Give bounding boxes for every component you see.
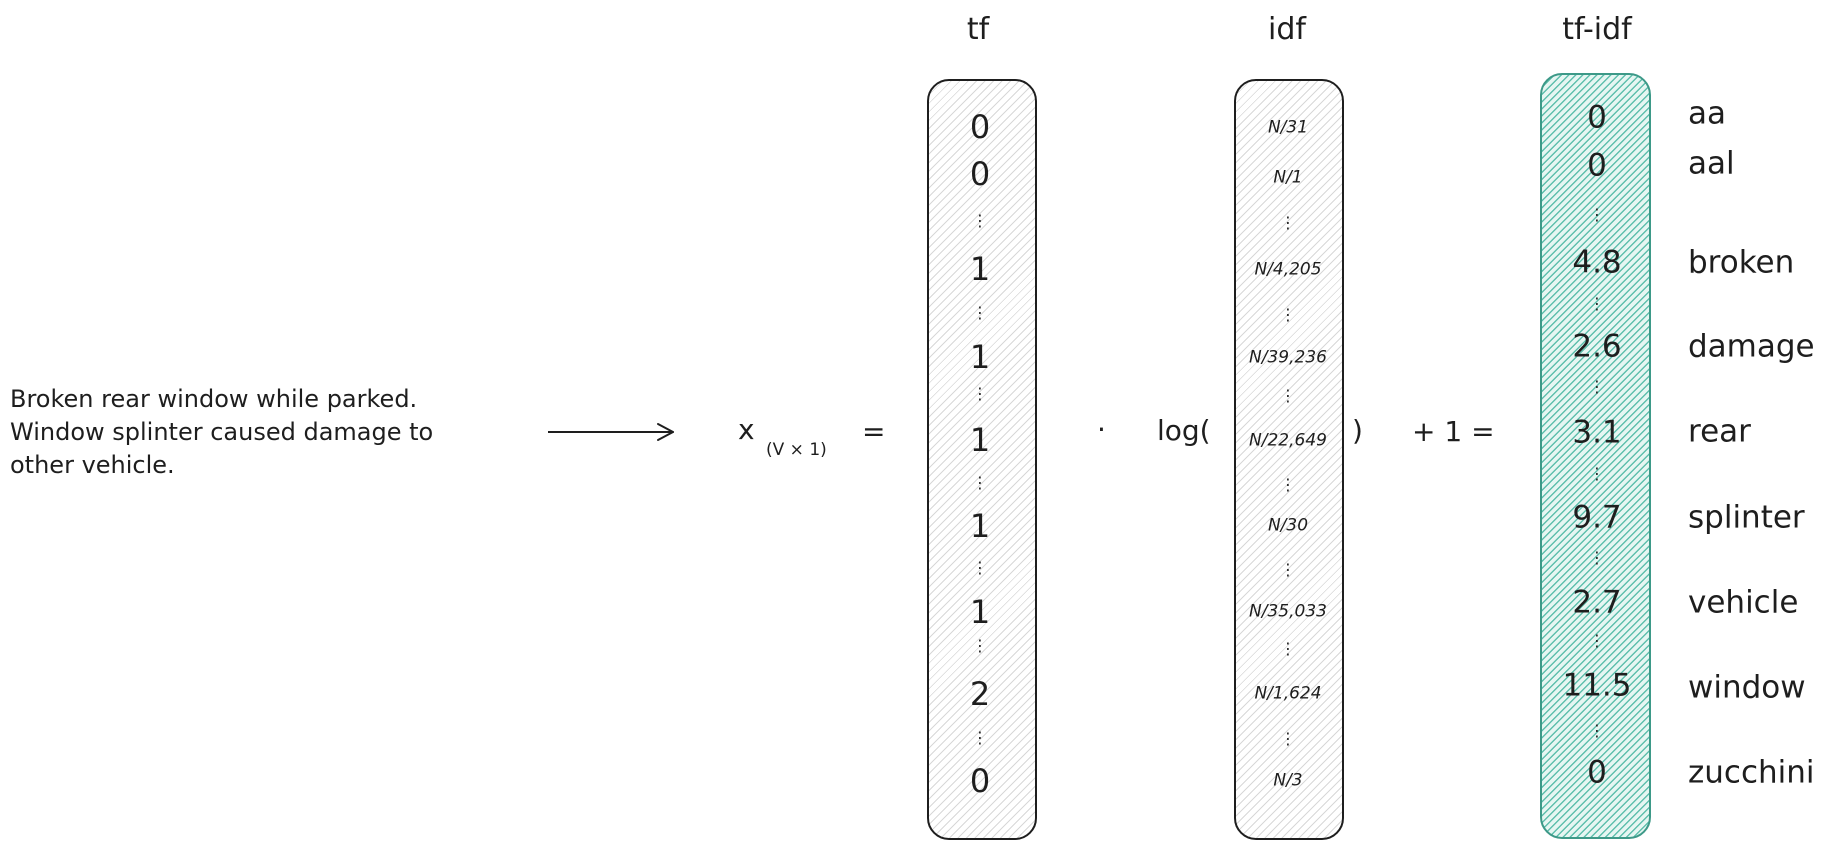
idf-value-cell: N/22,649 <box>1249 430 1327 451</box>
input-sentence: Broken rear window while parked. Window … <box>10 383 510 482</box>
tf-value-cell: 2 <box>969 675 991 713</box>
vertical-ellipsis: ⋮ <box>972 728 988 747</box>
idf-value-cell: N/1 <box>1273 167 1303 188</box>
tfidf-value-cell: 2.6 <box>1572 328 1622 365</box>
idf-header: idf <box>1268 12 1306 47</box>
tfidf-value-cell: 0 <box>1587 99 1607 136</box>
vertical-ellipsis: ⋮ <box>1589 464 1605 483</box>
tfidf-value-cell: 11.5 <box>1562 667 1632 704</box>
tf-value-cell: 1 <box>969 593 991 631</box>
idf-value-cell: N/4,205 <box>1254 259 1322 280</box>
multiply-dot: · <box>1097 413 1106 446</box>
vertical-ellipsis: ⋮ <box>972 211 988 230</box>
vertical-ellipsis: ⋮ <box>1280 560 1296 579</box>
vertical-ellipsis: ⋮ <box>1280 639 1296 658</box>
plus-one-equals: + 1 = <box>1412 415 1495 448</box>
vocabulary-term: zucchini <box>1688 754 1815 791</box>
idf-value-cell: N/39,236 <box>1249 347 1327 368</box>
equals-sign: = <box>862 415 886 448</box>
tf-value-cell: 0 <box>969 108 991 146</box>
tf-value-cell: 1 <box>969 507 991 545</box>
tf-value-cell: 0 <box>969 155 991 193</box>
vocabulary-term: aal <box>1688 145 1735 182</box>
idf-value-cell: N/35,033 <box>1249 601 1327 622</box>
sentence-line: Broken rear window while parked. <box>10 385 418 413</box>
idf-value-cell: N/3 <box>1273 770 1303 791</box>
tf-value-cell: 1 <box>969 421 991 459</box>
sentence-line: other vehicle. <box>10 451 175 479</box>
tfidf-value-cell: 0 <box>1587 754 1607 791</box>
vocabulary-term: rear <box>1688 413 1751 450</box>
tfidf-vector-box <box>1540 73 1651 839</box>
vector-x-symbol: x <box>738 413 755 446</box>
vocabulary-term: window <box>1688 669 1806 706</box>
vertical-ellipsis: ⋮ <box>1280 729 1296 748</box>
vertical-ellipsis: ⋮ <box>1589 548 1605 567</box>
vocabulary-term: broken <box>1688 244 1795 281</box>
vertical-ellipsis: ⋮ <box>1589 631 1605 650</box>
vector-dimension-subscript: (V × 1) <box>766 440 827 460</box>
log-close: ) <box>1352 414 1363 447</box>
vertical-ellipsis: ⋮ <box>972 473 988 492</box>
tfidf-value-cell: 3.1 <box>1572 414 1622 451</box>
idf-value-cell: N/31 <box>1267 117 1309 138</box>
idf-value-cell: N/1,624 <box>1254 683 1322 704</box>
idf-value-cell: N/30 <box>1267 515 1309 536</box>
vertical-ellipsis: ⋮ <box>1589 721 1605 740</box>
vocabulary-term: aa <box>1688 95 1726 132</box>
idf-vector-box <box>1234 79 1344 840</box>
vertical-ellipsis: ⋮ <box>1589 205 1605 224</box>
tfidf-value-cell: 0 <box>1587 147 1607 184</box>
tf-vector-box <box>927 79 1037 840</box>
vertical-ellipsis: ⋮ <box>1280 475 1296 494</box>
tf-header: tf <box>966 12 990 47</box>
vertical-ellipsis: ⋮ <box>972 558 988 577</box>
vertical-ellipsis: ⋮ <box>1280 213 1296 232</box>
vertical-ellipsis: ⋮ <box>1280 386 1296 405</box>
vertical-ellipsis: ⋮ <box>1589 294 1605 313</box>
sentence-line: Window splinter caused damage to <box>10 418 434 446</box>
tf-value-cell: 0 <box>969 762 991 800</box>
vocabulary-term: splinter <box>1688 499 1805 536</box>
tfidf-value-cell: 9.7 <box>1572 499 1622 536</box>
arrow-icon <box>548 423 674 441</box>
vertical-ellipsis: ⋮ <box>972 384 988 403</box>
vertical-ellipsis: ⋮ <box>972 303 988 322</box>
tf-value-cell: 1 <box>969 338 991 376</box>
vocabulary-term: vehicle <box>1688 584 1799 621</box>
vertical-ellipsis: ⋮ <box>1589 377 1605 396</box>
tfidf-header: tf-idf <box>1562 12 1632 47</box>
tfidf-value-cell: 2.7 <box>1572 584 1622 621</box>
vocabulary-term: damage <box>1688 328 1815 365</box>
log-open: log( <box>1157 414 1211 447</box>
tfidf-value-cell: 4.8 <box>1572 244 1622 281</box>
tf-value-cell: 1 <box>969 250 991 288</box>
vertical-ellipsis: ⋮ <box>972 636 988 655</box>
vertical-ellipsis: ⋮ <box>1280 305 1296 324</box>
